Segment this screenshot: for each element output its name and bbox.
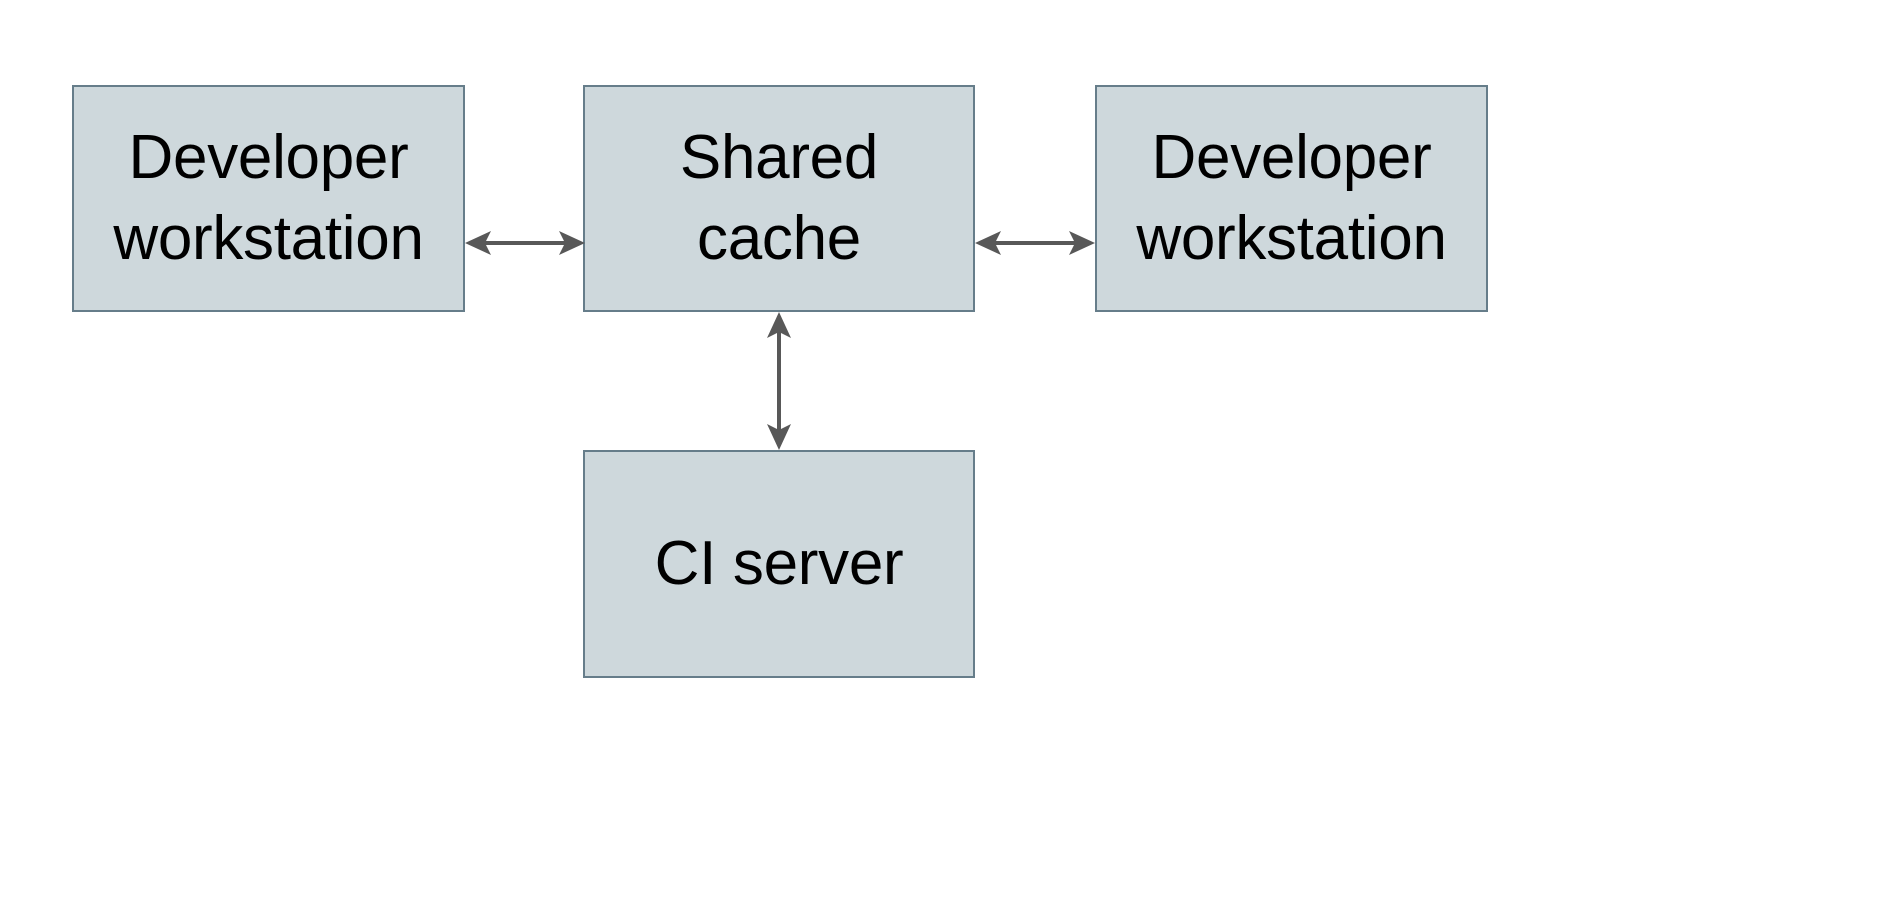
connector-left-workstation-to-shared-cache[interactable]	[465, 222, 585, 264]
node-ci-server[interactable]: CI server	[583, 450, 975, 678]
node-label-developer-workstation-left: Developer workstation	[113, 122, 424, 273]
node-label-shared-cache: Shared cache	[679, 122, 879, 273]
connector-shared-cache-to-right-workstation[interactable]	[975, 222, 1095, 264]
arrowhead-down-icon	[767, 424, 791, 450]
arrowhead-right-icon	[559, 231, 585, 255]
node-developer-workstation-right[interactable]: Developer workstation	[1095, 85, 1488, 312]
node-label-developer-workstation-right: Developer workstation	[1136, 122, 1447, 273]
node-shared-cache[interactable]: Shared cache	[583, 85, 975, 312]
node-developer-workstation-left[interactable]: Developer workstation	[72, 85, 465, 312]
node-label-ci-server: CI server	[654, 528, 904, 598]
arrowhead-left-icon	[975, 231, 1001, 255]
connector-shared-cache-to-ci-server[interactable]	[758, 312, 800, 450]
arrowhead-left-icon	[465, 231, 491, 255]
arrowhead-up-icon	[767, 312, 791, 338]
arrowhead-right-icon	[1069, 231, 1095, 255]
